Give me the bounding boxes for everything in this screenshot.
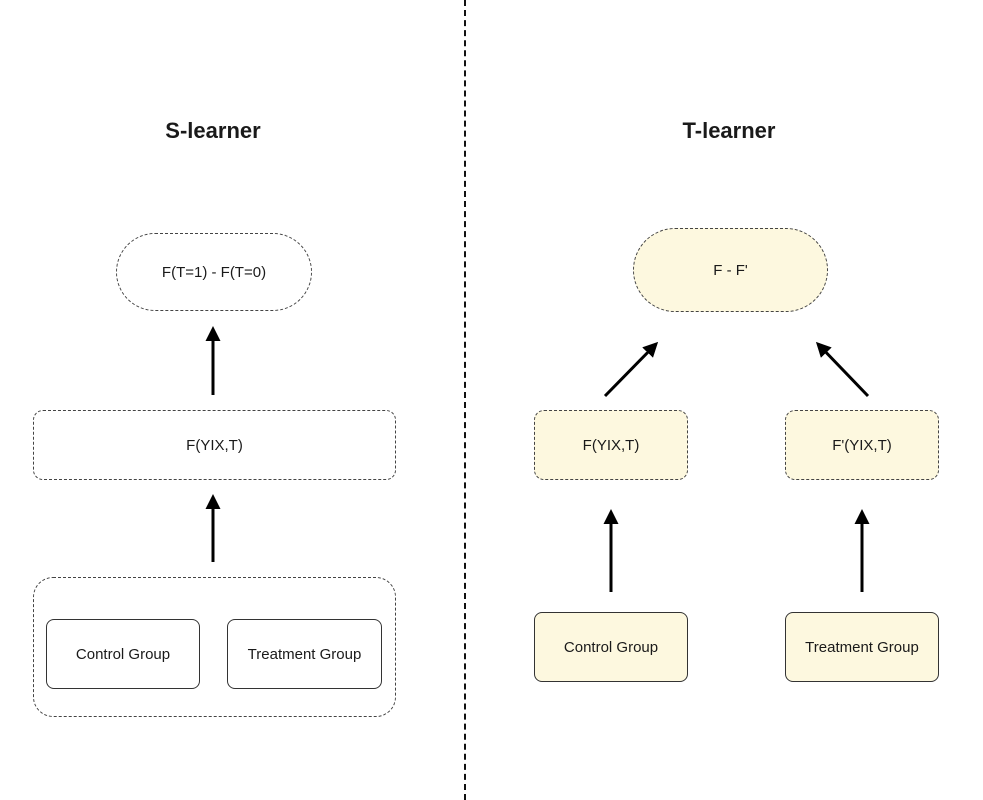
- s-learner-model-node: F(YIX,T): [33, 410, 396, 480]
- s-learner-data-container: [33, 577, 396, 717]
- t-learner-treatment-model-node: F'(YIX,T): [785, 410, 939, 480]
- s-learner-title: S-learner: [165, 118, 261, 143]
- t-learner-output-node: F - F': [633, 228, 828, 312]
- t-learner-control-group: Control Group: [534, 612, 688, 682]
- t-learner-control-model-node: F(YIX,T): [534, 410, 688, 480]
- panel-divider: [464, 0, 466, 800]
- s-learner-output-node: F(T=1) - F(T=0): [116, 233, 312, 311]
- s-learner-treatment-group: Treatment Group: [227, 619, 382, 689]
- t-learner-title: T-learner: [682, 118, 776, 143]
- s-learner-control-group: Control Group: [46, 619, 200, 689]
- t-learner-treatment-group: Treatment Group: [785, 612, 939, 682]
- t-learner-arrow-treatment-model-to-output: [815, 341, 870, 398]
- t-learner-arrow-control-model-to-output: [603, 341, 659, 398]
